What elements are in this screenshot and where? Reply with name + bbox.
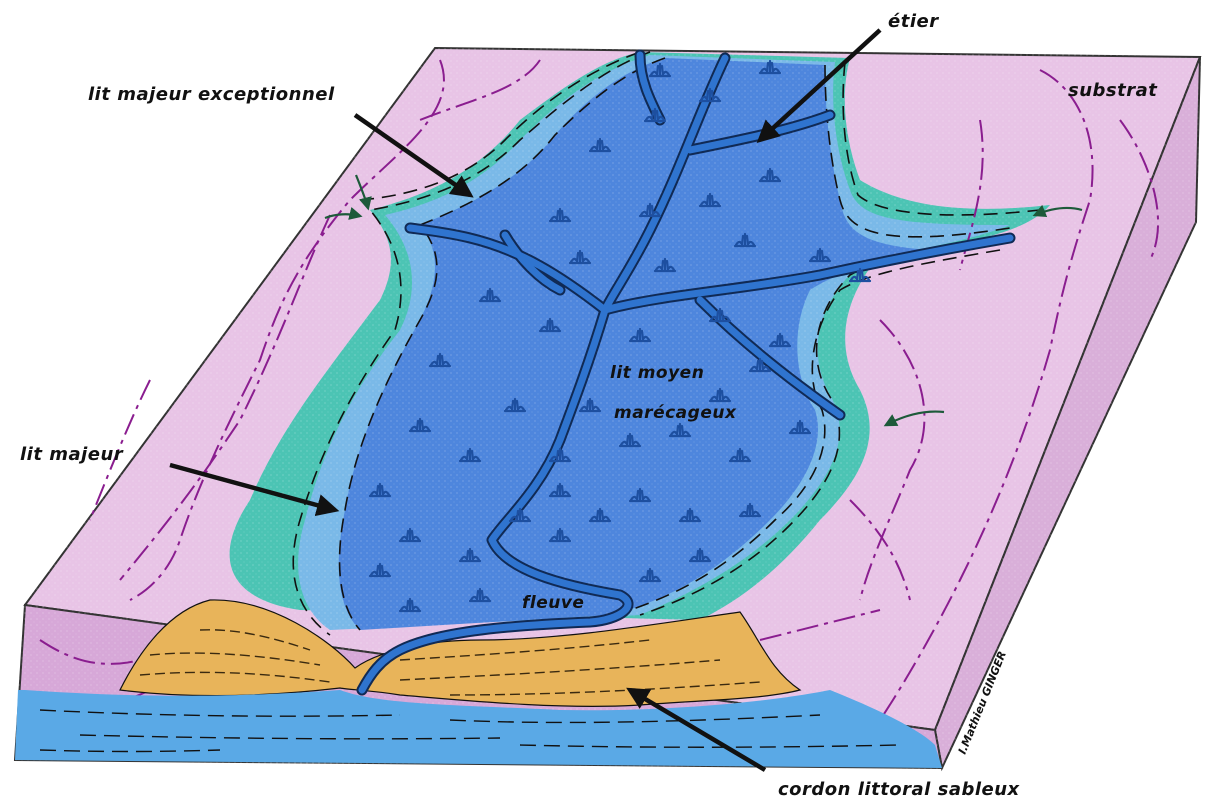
label-etier: étier bbox=[888, 11, 939, 32]
label-lit-moyen: lit moyen bbox=[610, 363, 704, 383]
label-marecageux: marécageux bbox=[614, 403, 737, 423]
label-cordon-littoral: cordon littoral sableux bbox=[778, 779, 1021, 800]
label-fleuve: fleuve bbox=[522, 593, 584, 613]
label-substrat: substrat bbox=[1068, 80, 1158, 101]
label-lit-majeur-exceptionnel: lit majeur exceptionnel bbox=[88, 84, 335, 105]
label-lit-majeur: lit majeur bbox=[20, 444, 124, 465]
